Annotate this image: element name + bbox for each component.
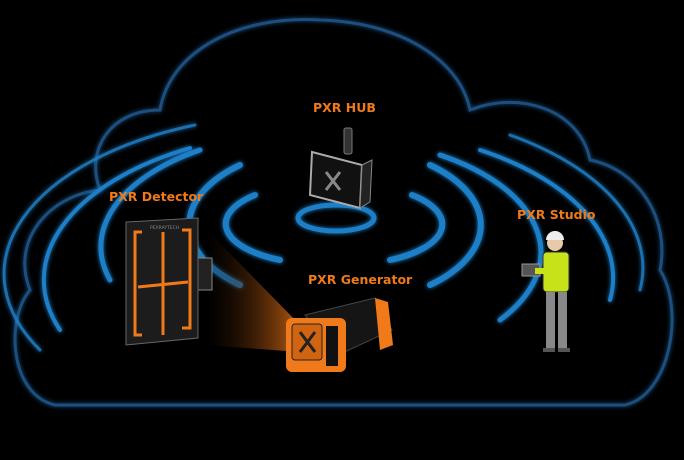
- wave-3-left: [98, 147, 203, 283]
- hub-device-icon: [308, 127, 373, 210]
- generator-label: PXR Generator: [308, 272, 413, 287]
- wave-5-right: [508, 133, 645, 292]
- wave-5-left: [2, 123, 197, 352]
- wave-4-right: [478, 148, 616, 302]
- wave-4-left: [41, 146, 192, 332]
- detector-panel-icon: PEXRAYTECH: [125, 217, 213, 346]
- technician-with-tablet-icon: [521, 231, 570, 352]
- wave-1-right: [387, 192, 446, 263]
- studio-label: PXR Studio: [517, 207, 596, 222]
- xray-generator-icon: [286, 297, 393, 372]
- cloud-outline-icon: [13, 18, 674, 407]
- wave-2-right: [427, 162, 484, 288]
- detector-label: PXR Detector: [109, 189, 204, 204]
- hub-label: PXR HUB: [313, 100, 376, 115]
- detector-brand-text: PEXRAYTECH: [150, 225, 179, 231]
- xray-beam: [205, 228, 300, 352]
- wave-3-right: [437, 152, 544, 323]
- wave-1-left: [222, 192, 283, 263]
- wave-inner-ring: [295, 202, 377, 234]
